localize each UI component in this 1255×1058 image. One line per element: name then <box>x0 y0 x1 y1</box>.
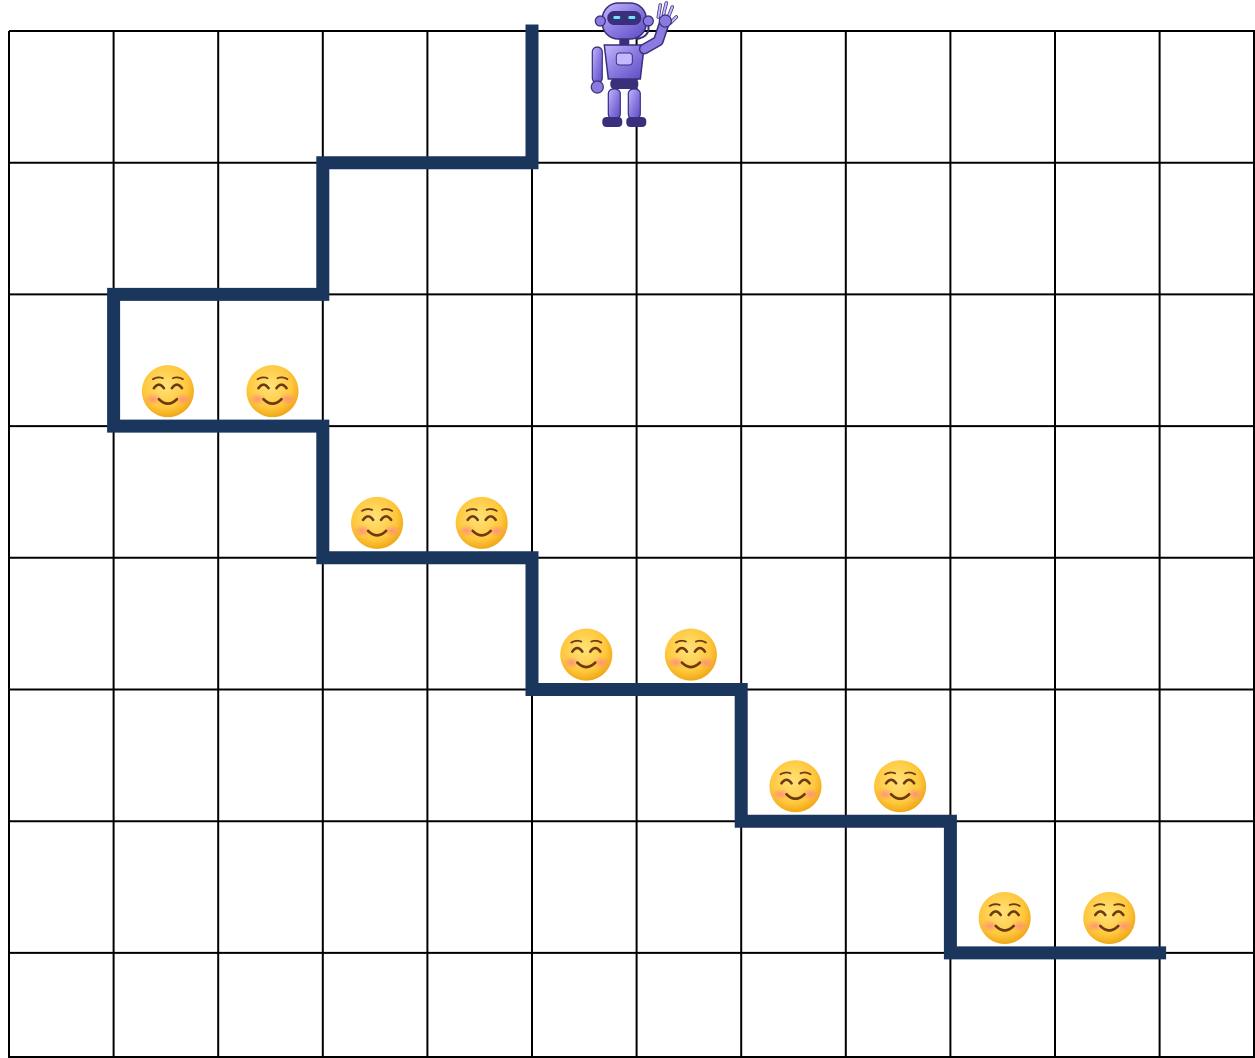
smiling-face-icon <box>770 760 822 812</box>
smiley-collectibles <box>142 365 1135 944</box>
robot-icon <box>591 3 676 127</box>
smiling-face-icon <box>142 365 194 417</box>
smiling-face-icon <box>351 497 403 549</box>
smiling-face-icon <box>665 629 717 681</box>
smiling-face-icon <box>560 629 612 681</box>
smiling-face-icon <box>456 497 508 549</box>
smiling-face-icon <box>979 892 1031 944</box>
grid-lines <box>9 31 1255 1058</box>
smiling-face-icon <box>874 760 926 812</box>
robot-player <box>591 3 676 127</box>
smiling-face-icon <box>1083 892 1135 944</box>
smiling-face-icon <box>247 365 299 417</box>
